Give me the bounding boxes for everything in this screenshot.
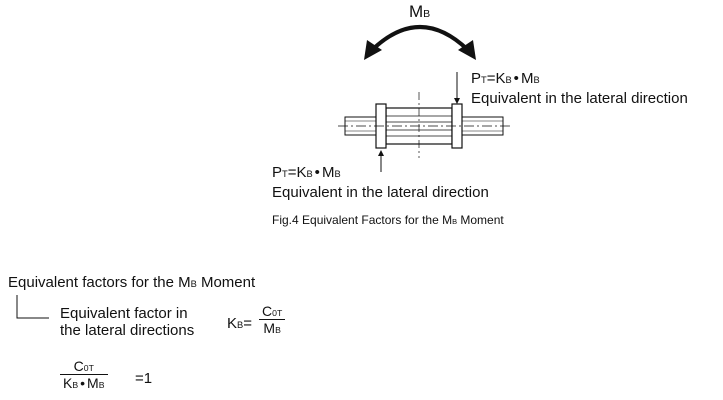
kb-den-m: M [263,320,276,336]
ratio-den-m: M [87,375,99,391]
lower-formula: PT=KB•MB [272,164,341,181]
formula-p: P [272,164,283,181]
kb-num-sub: 0T [272,308,283,318]
moment-label-sub: B [423,8,431,20]
list-connector [16,295,49,319]
ratio-den-k-sub: B [72,380,79,390]
ratio-den-dot: • [80,375,86,391]
kb-eq: = [243,315,252,332]
formula-k-sub: B [306,169,313,179]
kb-formula-lhs: KB= [227,315,252,332]
formula-dot: • [513,70,519,87]
upper-force-arrowhead [454,98,460,104]
ratio-denominator: KB•MB [60,375,108,391]
kb-k: K [227,315,238,332]
heading-pre: Equivalent factors for the M [8,274,191,291]
factor-item-line1: Equivalent factor in [60,305,188,322]
moment-arrowhead-right [458,40,476,60]
ratio-num-c: C [73,358,84,374]
upper-description: Equivalent in the lateral direction [471,90,688,107]
formula-eq-k: =K [287,164,307,181]
ratio-result: =1 [135,370,153,387]
formula-p: P [471,70,482,87]
factors-heading: Equivalent factors for the MB Moment [8,274,255,291]
formula-m: M [520,70,534,87]
ratio-den-m-sub: B [98,380,105,390]
caption-pre: Fig.4 Equivalent Factors for the M [272,213,453,227]
formula-k-sub: B [505,75,512,85]
formula-m: M [321,164,335,181]
upper-formula: PT=KB•MB [471,70,540,87]
formula-m-sub: B [334,169,341,179]
ratio-numerator: C0T [60,358,108,375]
ratio-num-sub: 0T [83,363,94,373]
heading-post: Moment [196,274,256,291]
heading-sub: B [190,279,197,289]
lower-force-arrowhead [378,150,384,156]
formula-dot: • [314,164,320,181]
formula-p-sub: T [481,75,487,85]
kb-denominator: MB [259,320,285,336]
kb-den-sub: B [275,325,281,335]
kb-fraction: C0T MB [259,303,286,336]
caption-post: Moment [457,213,504,227]
moment-arc [370,25,470,52]
kb-numerator: C0T [259,303,286,320]
moment-arrowhead-left [364,40,382,60]
formula-eq-k: =K [486,70,506,87]
ratio-fraction: C0T KB•MB [60,358,108,391]
caption-sub: B [452,217,458,226]
figure-caption: Fig.4 Equivalent Factors for the MB Mome… [272,213,504,227]
kb-k-sub: B [237,320,244,330]
formula-p-sub: T [282,169,288,179]
kb-num-c: C [262,303,273,319]
moment-label: MB [409,2,430,22]
lower-description: Equivalent in the lateral direction [272,184,489,201]
formula-m-sub: B [533,75,540,85]
factor-item-line2: the lateral directions [60,322,195,339]
ratio-den-k: K [63,375,73,391]
moment-label-main: M [409,2,424,21]
